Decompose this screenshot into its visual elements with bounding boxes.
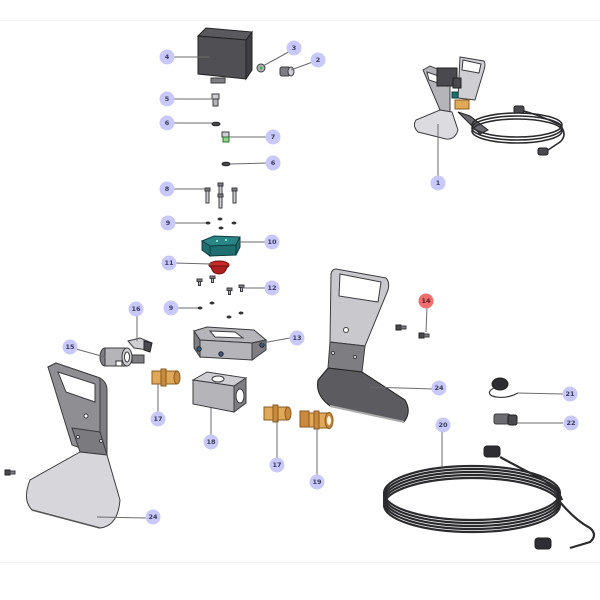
callout-17-left-label: 17: [153, 415, 162, 423]
callout-4-label: 4: [165, 53, 170, 61]
leader-lines: [75, 48, 564, 519]
part-control-box-housing[interactable]: [196, 27, 253, 84]
callout-14[interactable]: 14: [418, 293, 434, 309]
callout-11[interactable]: 11: [161, 255, 177, 271]
callout-5-label: 5: [165, 95, 170, 103]
frame-bottom-line: [0, 562, 600, 563]
callout-21-label: 21: [565, 390, 575, 398]
part-brass-nipple-left[interactable]: [151, 368, 181, 387]
callout-3-label: 3: [292, 44, 297, 52]
callout-8-label: 8: [165, 185, 170, 193]
callout-9-lower[interactable]: 9: [163, 300, 179, 316]
callout-18[interactable]: 18: [203, 434, 219, 450]
callout-2-label: 2: [316, 56, 321, 64]
callout-13-label: 13: [292, 334, 301, 342]
callout-1[interactable]: 1: [430, 175, 446, 191]
part-loose-bolt[interactable]: [4, 469, 16, 476]
part-complete-assembly[interactable]: [413, 56, 565, 156]
part-distribution-block[interactable]: [191, 371, 248, 413]
part-cable[interactable]: [382, 445, 596, 550]
callout-20[interactable]: 20: [435, 417, 451, 433]
callout-15[interactable]: 15: [62, 339, 78, 355]
part-cable-connector[interactable]: [493, 413, 518, 426]
part-brass-adapter[interactable]: [299, 410, 334, 430]
part-washers-lower[interactable]: [197, 301, 244, 319]
callout-13[interactable]: 13: [289, 330, 305, 346]
part-manifold-block[interactable]: [200, 235, 241, 257]
callout-12[interactable]: 12: [264, 280, 280, 296]
part-o-ring-upper[interactable]: [211, 121, 221, 127]
part-stand-plate-right[interactable]: [317, 268, 409, 423]
part-set-screws[interactable]: [395, 324, 430, 339]
callout-20-label: 20: [438, 421, 448, 429]
part-brass-nipple-right[interactable]: [263, 404, 292, 423]
callout-19-label: 19: [312, 478, 322, 486]
callout-19[interactable]: 19: [309, 474, 325, 490]
part-clip[interactable]: [127, 337, 153, 353]
callout-9-upper-label: 9: [166, 219, 171, 227]
callout-9-lower-label: 9: [169, 304, 174, 312]
part-washers-upper[interactable]: [205, 217, 237, 230]
part-o-ring-lower[interactable]: [221, 161, 231, 167]
part-quick-coupler[interactable]: [99, 347, 145, 367]
callout-15-label: 15: [65, 343, 75, 351]
part-mounting-bracket[interactable]: [193, 326, 268, 361]
part-fitting[interactable]: [279, 66, 295, 77]
part-seal-cap[interactable]: [208, 260, 230, 275]
callout-17-right-label: 17: [272, 461, 281, 469]
callout-17-left[interactable]: 17: [150, 411, 166, 427]
callout-6-lower-label: 6: [271, 159, 276, 167]
callout-24-right-label: 24: [434, 384, 444, 392]
callout-24-right[interactable]: 24: [431, 380, 447, 396]
callout-18-label: 18: [206, 438, 216, 446]
frame-top-line: [0, 20, 600, 21]
callout-21[interactable]: 21: [562, 386, 578, 402]
callout-7[interactable]: 7: [265, 129, 281, 145]
callout-12-label: 12: [267, 284, 276, 292]
callout-22[interactable]: 22: [563, 415, 579, 431]
callout-24-left[interactable]: 24: [145, 509, 161, 525]
callout-10-label: 10: [267, 238, 277, 246]
callout-4[interactable]: 4: [159, 49, 175, 65]
callout-7-label: 7: [271, 133, 276, 141]
callout-16[interactable]: 16: [128, 301, 144, 317]
callout-10[interactable]: 10: [264, 234, 280, 250]
part-valve-plug[interactable]: [221, 131, 230, 143]
callout-17-right[interactable]: 17: [269, 457, 285, 473]
callout-6-lower[interactable]: 6: [265, 155, 281, 171]
callout-8[interactable]: 8: [159, 181, 175, 197]
part-stand-plate-left[interactable]: [26, 362, 121, 529]
callout-22-label: 22: [566, 419, 575, 427]
callout-16-label: 16: [131, 305, 141, 313]
callout-3[interactable]: 3: [286, 40, 302, 56]
callout-14-label: 14: [421, 297, 431, 305]
part-bolts[interactable]: [204, 182, 238, 209]
callout-6-upper[interactable]: 6: [159, 115, 175, 131]
callout-9-upper[interactable]: 9: [160, 215, 176, 231]
callout-1-label: 1: [436, 179, 441, 187]
part-connector-fitting[interactable]: [211, 93, 220, 107]
callout-11-label: 11: [164, 259, 174, 267]
callout-6-upper-label: 6: [165, 119, 170, 127]
part-screws[interactable]: [196, 275, 245, 295]
part-dust-cap[interactable]: [488, 377, 519, 399]
callout-5[interactable]: 5: [159, 91, 175, 107]
callout-2[interactable]: 2: [310, 52, 326, 68]
callout-24-left-label: 24: [148, 513, 158, 521]
